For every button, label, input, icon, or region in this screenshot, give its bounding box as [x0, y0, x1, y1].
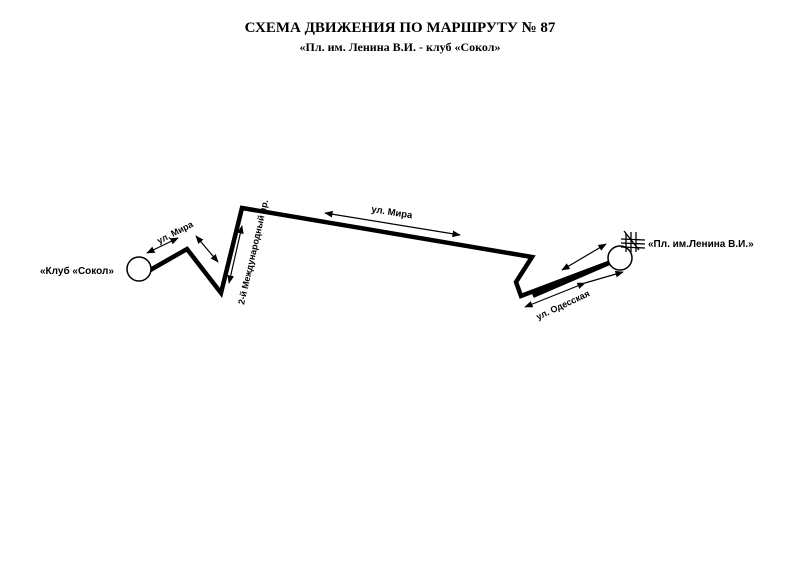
stop-end-marker [607, 245, 633, 271]
stop-start-marker [126, 256, 152, 282]
direction-arrow [524, 282, 586, 308]
direction-arrow [146, 237, 179, 254]
map-title: СХЕМА ДВИЖЕНИЯ ПО МАРШРУТУ № 87 [244, 20, 556, 36]
street-label-mira-main: ул. Мира [371, 204, 414, 221]
direction-arrow [227, 225, 244, 284]
direction-arrow [324, 210, 461, 238]
route-line [148, 205, 614, 299]
stop-start-label: «Клуб «Сокол» [40, 265, 114, 277]
railway-crossing-icon [620, 230, 646, 252]
direction-arrow [561, 243, 607, 271]
stop-end-label: «Пл. им.Ленина В.И.» [648, 239, 754, 250]
street-label-mira-left: ул. Мира [155, 219, 195, 246]
map-subtitle: «Пл. им. Ленина В.И. - клуб «Сокол» [299, 40, 501, 54]
direction-arrow [584, 270, 624, 284]
direction-arrow [195, 235, 219, 263]
